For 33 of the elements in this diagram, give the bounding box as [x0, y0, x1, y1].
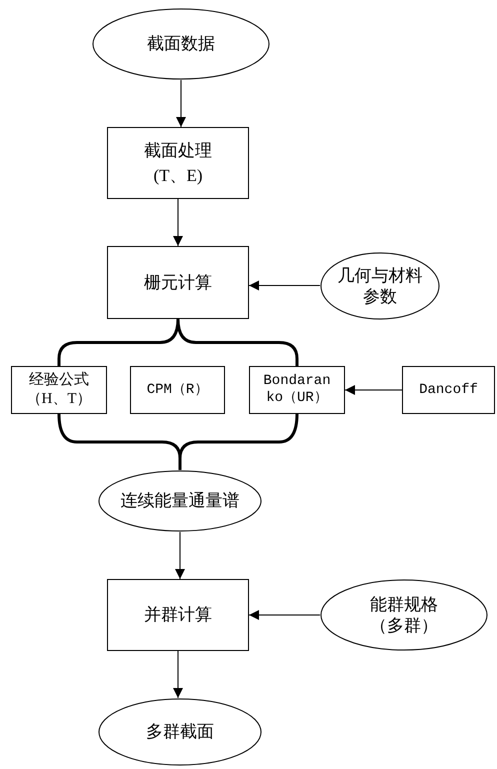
arrow	[344, 385, 402, 395]
node-text: CPM（R）	[146, 380, 210, 400]
ellipse-node	[320, 579, 488, 651]
process-box	[11, 366, 107, 414]
process-box	[130, 366, 225, 414]
ellipse-node	[320, 252, 440, 320]
process-box	[107, 246, 249, 319]
node-text: 栅元计算	[143, 272, 213, 294]
node-text: 连续能量通量谱	[120, 490, 240, 512]
node-text: 经验公式（H、T）	[26, 371, 92, 409]
node-text: 能群规格（多群）	[369, 594, 439, 636]
arrow	[175, 532, 185, 580]
node-text: 多群截面	[145, 721, 215, 744]
node-text: 并群计算	[143, 604, 213, 626]
process-box	[107, 579, 249, 651]
arrow	[173, 650, 183, 698]
node-text: 截面处理 (T、E)	[143, 140, 213, 187]
ellipse-node	[98, 470, 262, 532]
brace-connector	[176, 318, 298, 366]
node-text: 几何与材料参数	[336, 264, 424, 308]
arrow	[248, 610, 320, 620]
process-box	[402, 366, 495, 414]
arrow	[176, 80, 186, 128]
brace-connector	[178, 414, 298, 470]
node-text: Dancoff	[418, 380, 479, 400]
arrow	[248, 280, 320, 290]
arrow	[173, 198, 183, 246]
process-box	[249, 366, 345, 414]
node-text: Bondaranko（UR）	[262, 372, 332, 408]
ellipse-node	[98, 698, 262, 766]
process-box	[107, 127, 249, 199]
node-text: 截面数据	[146, 33, 216, 56]
ellipse-node	[92, 8, 270, 80]
